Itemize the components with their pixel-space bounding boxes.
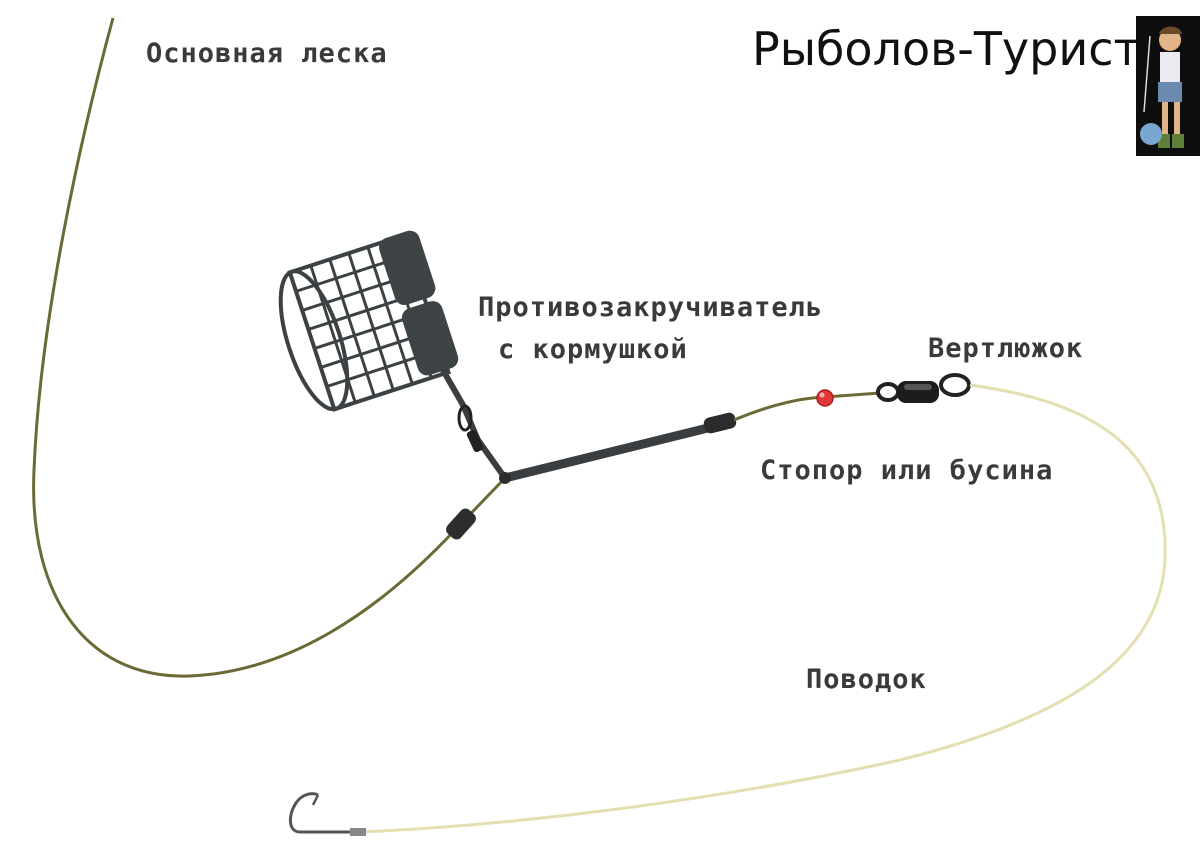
feeder-clip-icon [457, 404, 484, 453]
hook-icon [289, 792, 366, 836]
feeder-arm [437, 362, 508, 481]
tube-end-sleeve [703, 412, 737, 434]
lower-stopper-icon [446, 508, 476, 540]
fisherman-logo-icon [1136, 16, 1200, 156]
anti-tangle-label-line1: Противозакручиватель [478, 292, 824, 323]
swivel-label: Вертлюжок [928, 333, 1084, 364]
leader-line [359, 383, 1167, 834]
anti-tangle-tube [500, 420, 725, 483]
bead-icon [816, 389, 834, 407]
leader-label: Поводок [806, 664, 927, 695]
stopper-label: Стопор или бусина [760, 455, 1054, 486]
swivel-icon [876, 373, 971, 403]
main-line-label: Основная леска [146, 38, 388, 69]
anti-tangle-label-line2: с кормушкой [498, 334, 688, 365]
line-to-swivel [733, 391, 881, 422]
main-line [32, 17, 457, 678]
feeder-cage-icon [278, 230, 459, 412]
brand-title: Рыболов-Турист [752, 22, 1141, 76]
